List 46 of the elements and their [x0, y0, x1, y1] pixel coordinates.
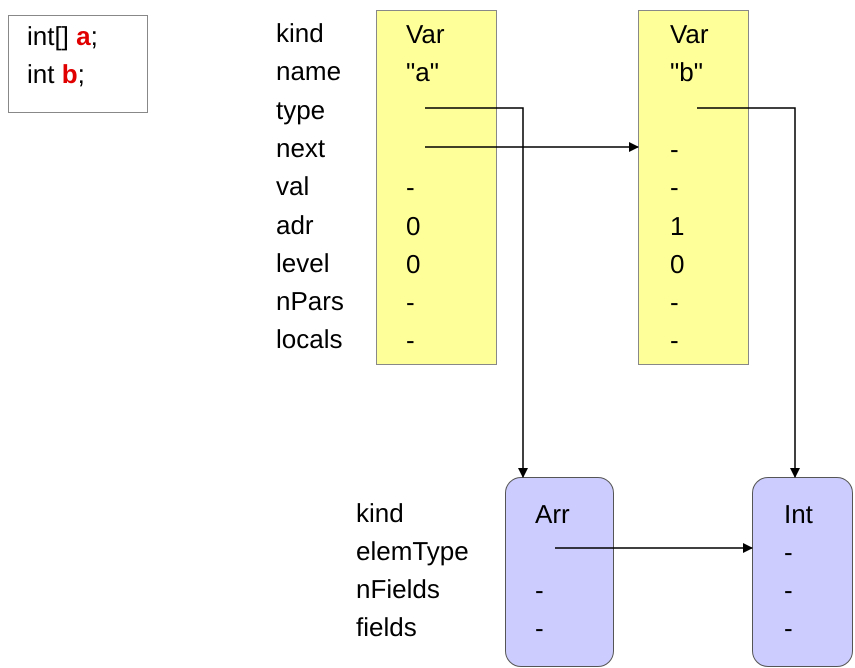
field-value: Int — [784, 499, 813, 529]
field-value: - — [670, 287, 679, 318]
field-value: - — [406, 287, 415, 318]
field-value: - — [406, 172, 415, 202]
struct-record-box — [752, 477, 853, 667]
field-value: - — [535, 613, 544, 643]
field-value: Var — [406, 19, 445, 49]
struct-record-box — [505, 477, 614, 667]
field-name: level — [276, 248, 330, 278]
field-name: kind — [356, 498, 404, 528]
arrow — [425, 142, 639, 152]
field-name: type — [276, 94, 326, 125]
code-line: int[] a; — [27, 21, 98, 51]
field-name: locals — [276, 324, 342, 354]
arrow — [697, 107, 800, 478]
field-name: elemType — [356, 536, 469, 566]
arrow — [555, 543, 753, 553]
field-value: - — [784, 537, 793, 567]
field-name: kind — [276, 18, 324, 48]
field-name: nPars — [276, 286, 344, 316]
field-value: - — [670, 172, 679, 202]
field-value: - — [784, 613, 793, 643]
field-value: 0 — [406, 210, 420, 240]
field-value: "b" — [670, 57, 703, 88]
object-record-box — [376, 10, 497, 365]
field-value: - — [670, 325, 679, 356]
field-value: 0 — [406, 248, 420, 279]
field-value: Var — [670, 19, 709, 49]
field-value: "a" — [406, 57, 439, 88]
field-value: - — [535, 575, 544, 605]
code-box — [8, 15, 148, 113]
field-value: - — [670, 134, 679, 164]
field-value: 0 — [670, 248, 684, 279]
field-value: - — [406, 325, 415, 356]
field-value: Arr — [535, 499, 570, 529]
field-value: 1 — [670, 210, 684, 240]
field-name: fields — [356, 612, 417, 642]
field-name: name — [276, 56, 342, 86]
field-name: nFields — [356, 574, 440, 604]
field-name: val — [276, 171, 310, 202]
arrow — [425, 107, 528, 478]
field-name: next — [276, 132, 326, 163]
field-value: - — [784, 575, 793, 605]
object-record-box — [638, 10, 749, 365]
field-name: adr — [276, 210, 314, 240]
code-line: int b; — [27, 59, 85, 89]
